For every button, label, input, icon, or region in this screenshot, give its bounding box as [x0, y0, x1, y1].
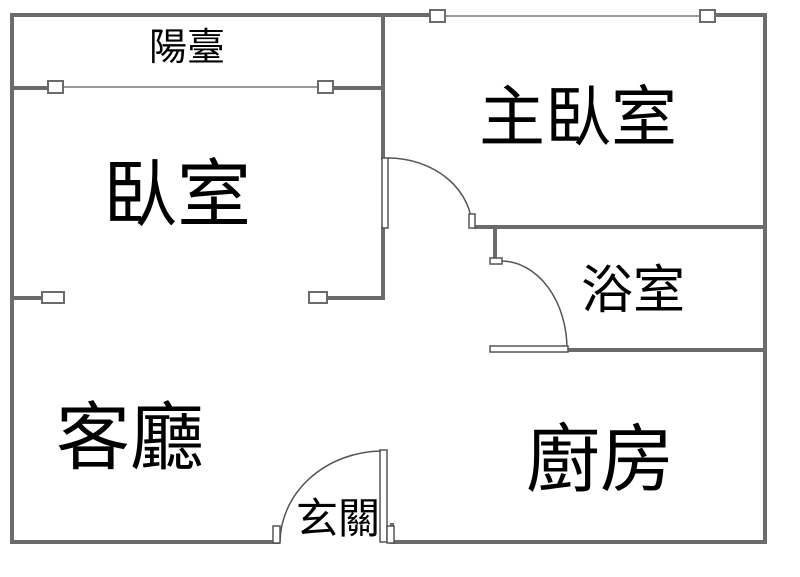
door-master-jamb [468, 213, 476, 229]
room-label-living-room: 客廳 [56, 395, 204, 481]
window-master-top-frame-left [429, 9, 446, 23]
door-entrance-jamb-right [386, 525, 395, 544]
room-label-balcony: 陽臺 [149, 25, 225, 69]
window-balcony-frame-left [47, 80, 64, 94]
room-label-kitchen: 廚房 [526, 417, 674, 503]
room-label-master-bedroom: 主臥室 [479, 79, 677, 156]
door-bathroom-swing-arc [501, 260, 568, 350]
door-entrance-swing-arc [279, 450, 382, 543]
door-bathroom-leaf [489, 345, 569, 353]
opening-bedroom-frame-right [308, 291, 328, 304]
door-master-swing-arc [387, 157, 473, 229]
room-label-bedroom: 臥室 [103, 152, 251, 238]
door-entrance-leaf [379, 449, 388, 543]
windows [41, 9, 716, 304]
door-entrance-jamb-left [272, 525, 281, 544]
door-master-bedroom [381, 157, 476, 229]
opening-bedroom-frame-left [41, 291, 65, 304]
walls [10, 13, 767, 544]
door-bathroom [489, 257, 569, 353]
door-master-leaf [381, 157, 389, 229]
room-label-bathroom: 浴室 [581, 261, 685, 321]
door-bathroom-jamb-top [489, 257, 503, 265]
door-entrance [272, 449, 395, 544]
room-label-entrance: 玄關 [296, 494, 380, 543]
window-master-top-frame-right [699, 9, 716, 23]
window-balcony-frame-right [317, 80, 334, 94]
doors [272, 157, 569, 544]
